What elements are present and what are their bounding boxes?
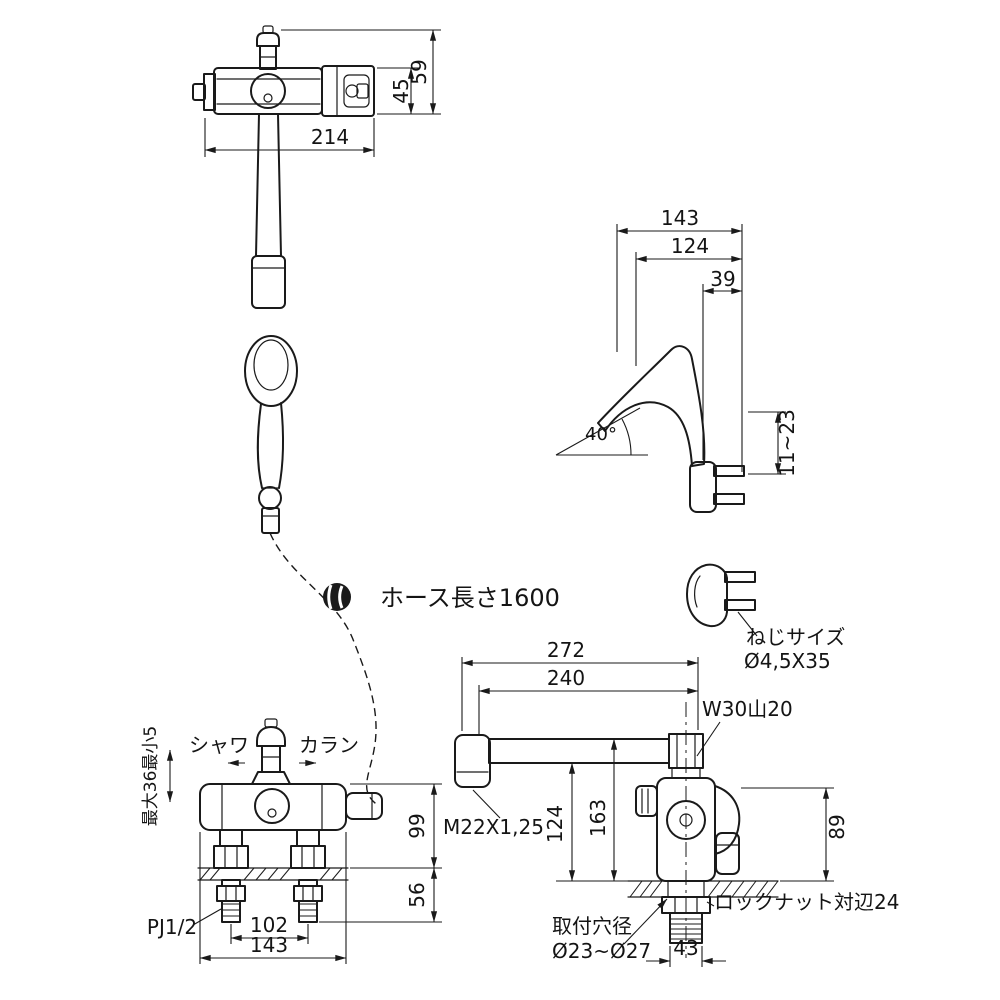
spray-head-side-view: 143 124 39 40° 11~23 (555, 206, 799, 513)
pipe-nut-right (293, 885, 323, 902)
dim-angle-40: 40° (585, 424, 617, 445)
side-view-dimension-lines (461, 657, 834, 967)
aerator-thread-label: M22X1,25 (443, 815, 544, 839)
dim-reach-272: 272 (547, 638, 585, 662)
screw-size-value: Ø4,5X35 (744, 649, 831, 673)
dim-h-56: 56 (405, 882, 429, 907)
valve-body-shapes (192, 25, 375, 309)
shower-hose-curve (269, 532, 380, 807)
spray-head-dimension-lines (555, 224, 786, 475)
bracket-screw-top (724, 571, 756, 583)
dial-side (666, 800, 706, 840)
valve-front-view: 214 45 59 (192, 25, 441, 309)
bracket-screw-bottom (724, 599, 756, 611)
dim-range-11-23: 11~23 (775, 409, 799, 477)
shower-column (255, 113, 282, 257)
dim-h-99: 99 (405, 813, 429, 838)
hand-shower-grip (256, 402, 285, 489)
dim-pipe-43: 43 (673, 936, 698, 960)
shower-holder (714, 785, 741, 855)
hose-outlet-elbow (345, 792, 383, 820)
dim-width-214: 214 (311, 125, 349, 149)
diverter-handle (256, 32, 280, 47)
mount-hole-label: 取付穴径 (552, 914, 632, 938)
diverter-hub (250, 73, 286, 109)
spray-head-outline (597, 345, 706, 467)
dim-height-45: 45 (389, 78, 413, 103)
dim-h-163: 163 (586, 799, 610, 837)
deck-hatching (629, 880, 779, 898)
dim-h-89: 89 (825, 814, 849, 839)
thread-lines (670, 918, 702, 940)
side-view-shapes (454, 733, 741, 882)
shower-position-label: シャワ (189, 733, 249, 757)
dim-width-143: 143 (250, 933, 288, 957)
valve-dimension-lines (204, 29, 441, 157)
spout-tube (488, 738, 670, 764)
supply-nut-left (213, 845, 249, 869)
dim-height-59: 59 (407, 59, 431, 84)
diverter-handle-front (256, 726, 286, 747)
dim-reach-240: 240 (547, 666, 585, 690)
dim-pitch-102: 102 (250, 913, 288, 937)
hand-shower-view (244, 335, 380, 807)
dim-h-124: 124 (543, 805, 567, 843)
deck-faucet-side-view: 272 240 W30山20 M22X1,25 124 163 89 ロックナッ… (443, 638, 899, 967)
dim-offset-39: 39 (710, 267, 735, 291)
faucet-position-label: カラン (299, 733, 359, 757)
aerator-nozzle (454, 734, 491, 788)
dim-len-143: 143 (661, 206, 699, 230)
supply-nut-right (290, 845, 326, 869)
threaded-pipe (669, 912, 703, 944)
front-deck-hatching (199, 867, 343, 881)
hand-shower-head (244, 335, 298, 407)
deck-faucet-front-view: シャワ カラン 最大36最小5 99 56 PJ1/2 102 143 (141, 718, 442, 964)
spray-head-elbow (689, 461, 717, 513)
front-view-dimension-lines (166, 749, 442, 964)
faucet-body-side (656, 777, 716, 882)
locknut-label: ロックナット対辺24 (714, 890, 899, 914)
screw-size-label: ねじサイズ (746, 625, 845, 649)
pj-thread-label: PJ1/2 (147, 915, 197, 939)
deck-thickness-label: 最大36最小5 (141, 726, 161, 826)
front-view-shapes (199, 718, 383, 869)
dim-len-124: 124 (671, 234, 709, 258)
mount-bracket-view: ねじサイズ Ø4,5X35 (686, 563, 845, 673)
hose-section-icon (323, 583, 351, 611)
bracket-outline (686, 563, 728, 628)
thread-w30-label: W30山20 (702, 697, 793, 721)
mount-hole-size: Ø23~Ø27 (552, 939, 651, 963)
mount-prong-bottom (713, 493, 745, 505)
side-knob (635, 785, 658, 817)
hose-length-label: ホース長さ1600 (380, 584, 560, 612)
hose-note: ホース長さ1600 (323, 583, 560, 612)
pipe-nut-left (216, 885, 246, 902)
mount-prong-top (713, 465, 745, 477)
temperature-knob-icon (345, 84, 359, 98)
front-deck-section (197, 867, 349, 923)
